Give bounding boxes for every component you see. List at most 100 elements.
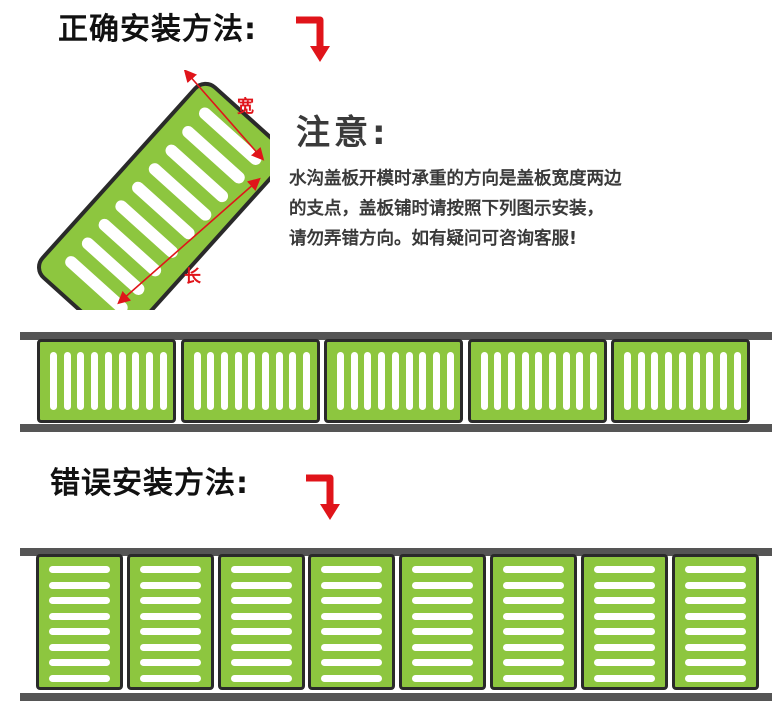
grate-slot bbox=[549, 352, 556, 410]
width-label: 宽 bbox=[237, 97, 254, 117]
grate-slot bbox=[321, 581, 383, 589]
grate-slot bbox=[220, 352, 228, 410]
grate-slot bbox=[503, 643, 564, 651]
note-line: 的支点，盖板铺时请按照下列图示安装， bbox=[289, 199, 604, 219]
grate-slot bbox=[275, 352, 283, 410]
grate-slot bbox=[419, 352, 427, 410]
grate-slot bbox=[207, 352, 215, 410]
grate-slot bbox=[50, 352, 57, 410]
down-turn-arrow-icon bbox=[296, 16, 330, 62]
note-line: 水沟盖板开模时承重的方向是盖板宽度两边 bbox=[289, 169, 622, 189]
grate-slot bbox=[63, 352, 71, 410]
grate-slot bbox=[49, 659, 110, 666]
grate-slot bbox=[145, 352, 153, 410]
wrong-channel-bottom-rail bbox=[20, 693, 772, 701]
grate-slot bbox=[432, 352, 440, 410]
grate-slot bbox=[303, 352, 311, 410]
grate-slot bbox=[49, 597, 110, 604]
grate-slot bbox=[337, 352, 344, 410]
grate-slot bbox=[139, 659, 201, 666]
length-label: 长 bbox=[184, 267, 201, 287]
grate-panel bbox=[671, 554, 759, 690]
grate-panel bbox=[126, 554, 214, 690]
grate-slot bbox=[412, 597, 474, 604]
width-dimension-line bbox=[183, 70, 265, 161]
grate-slot bbox=[230, 612, 292, 620]
grate-slot bbox=[733, 352, 741, 410]
grate-panel bbox=[217, 554, 305, 690]
grate-slot bbox=[49, 643, 110, 651]
grate-slot bbox=[684, 597, 746, 604]
grate-slot bbox=[684, 643, 746, 651]
grate-slot bbox=[684, 674, 746, 682]
grate-slot bbox=[593, 659, 655, 666]
grate-slot bbox=[706, 352, 714, 410]
grate-slot bbox=[49, 566, 110, 573]
correct-channel-bottom-rail bbox=[20, 424, 772, 432]
grate-slot bbox=[684, 659, 746, 666]
grate-slot bbox=[91, 352, 99, 410]
grate-slot bbox=[412, 566, 474, 573]
grate-slot bbox=[230, 581, 292, 589]
grate-slot bbox=[230, 674, 292, 682]
grate-slot bbox=[503, 566, 564, 573]
note-title: 注意: bbox=[296, 113, 390, 153]
grate-slot bbox=[139, 597, 201, 604]
grate-slot bbox=[49, 581, 110, 589]
grate-slot bbox=[321, 674, 383, 682]
grate-panel bbox=[308, 554, 396, 690]
grate-slot bbox=[139, 628, 201, 635]
grate-slot bbox=[248, 352, 256, 410]
grate-slot bbox=[139, 566, 201, 573]
grate-slot bbox=[321, 612, 383, 620]
grate-slot bbox=[593, 581, 655, 589]
correct-channel-top-rail bbox=[20, 332, 772, 340]
grate-slot bbox=[139, 643, 201, 651]
grate-slot bbox=[412, 674, 474, 682]
grate-slot bbox=[412, 643, 474, 651]
grate-slot bbox=[576, 352, 584, 410]
grate-slot bbox=[139, 581, 201, 589]
grate-slot bbox=[193, 352, 201, 410]
grate-slot bbox=[521, 352, 529, 410]
grate-panel bbox=[36, 554, 123, 690]
length-dimension-line bbox=[117, 177, 261, 305]
grate-slot bbox=[692, 352, 700, 410]
down-turn-arrow-icon bbox=[306, 474, 340, 520]
wrong-channel-top-rail bbox=[20, 548, 772, 556]
tilted-grate bbox=[37, 81, 270, 310]
grate-slot bbox=[593, 566, 655, 573]
grate-slot bbox=[503, 612, 564, 620]
grate-slot bbox=[364, 352, 372, 410]
grate-panel bbox=[467, 339, 607, 423]
grate-slot bbox=[49, 628, 110, 635]
grate-slot bbox=[593, 674, 655, 682]
grate-slot bbox=[230, 597, 292, 604]
grate-slot bbox=[321, 659, 383, 666]
grate-slot bbox=[684, 628, 746, 635]
grate-slot bbox=[593, 612, 655, 620]
grate-panel bbox=[180, 339, 320, 423]
grate-slot bbox=[412, 659, 474, 666]
grate-slot bbox=[494, 352, 502, 410]
grate-panel bbox=[37, 339, 176, 423]
grate-slot bbox=[321, 628, 383, 635]
grate-slot bbox=[412, 612, 474, 620]
grate-slot bbox=[350, 352, 358, 410]
note-line: 请勿弄错方向。如有疑问可咨询客服! bbox=[289, 229, 577, 249]
wrong-heading: 错误安装方法: bbox=[50, 466, 249, 501]
grate-slot bbox=[405, 352, 413, 410]
grate-slot bbox=[230, 643, 292, 651]
grate-slot bbox=[321, 643, 383, 651]
grate-slot bbox=[139, 612, 201, 620]
grate-slot bbox=[446, 352, 454, 410]
grate-slot bbox=[480, 352, 488, 410]
grate-slot bbox=[234, 352, 242, 410]
grate-panel bbox=[580, 554, 668, 690]
grate-slot bbox=[665, 352, 673, 410]
grate-slot bbox=[77, 352, 85, 410]
correct-heading: 正确安装方法: bbox=[58, 12, 257, 47]
grate-slot bbox=[321, 597, 383, 604]
grate-slot bbox=[230, 566, 292, 573]
grate-slot bbox=[159, 352, 167, 410]
